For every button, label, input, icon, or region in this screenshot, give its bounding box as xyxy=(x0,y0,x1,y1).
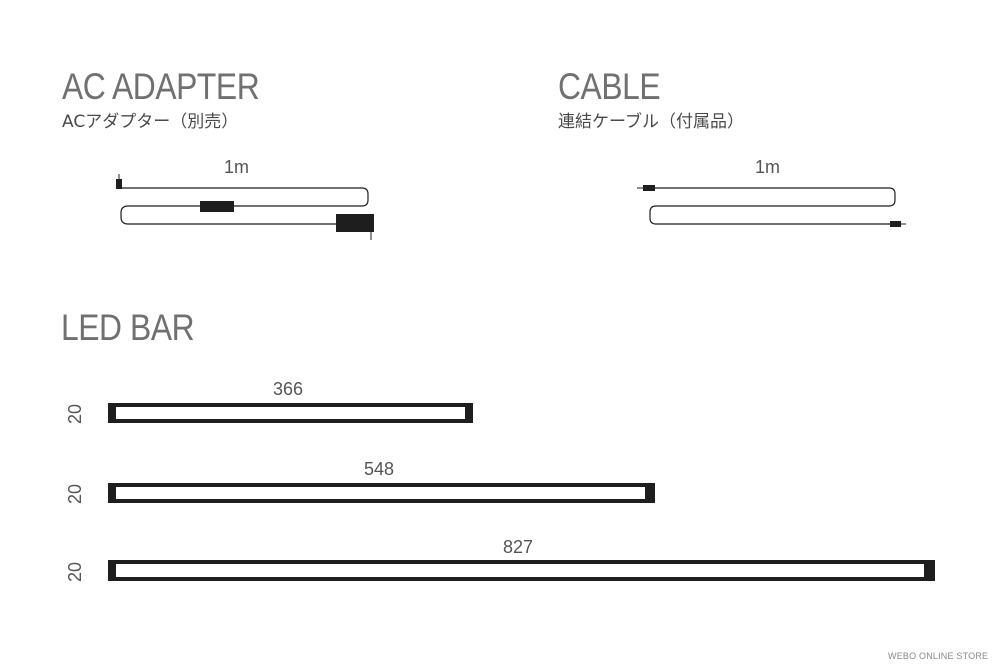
ac-adapter-body xyxy=(336,214,374,232)
cable-length-label: 1m xyxy=(755,157,781,177)
led-bar-height-label: 20 xyxy=(65,483,86,505)
cable-subtitle: 連結ケーブル（付属品） xyxy=(558,112,744,132)
led-bar-366 xyxy=(108,403,473,423)
ac-adapter-title: AC ADAPTER xyxy=(62,66,260,107)
led-bar-548 xyxy=(108,483,655,503)
led-bar-height-label: 20 xyxy=(65,403,86,425)
cable-cord xyxy=(649,187,896,225)
ac-adapter-cord xyxy=(120,187,369,225)
led-bar-height-label: 20 xyxy=(65,561,86,583)
cable-connector-left xyxy=(643,185,655,191)
led-bar-title: LED BAR xyxy=(61,307,195,348)
cable-title: CABLE xyxy=(558,66,661,107)
ac-adapter-inline-block xyxy=(200,201,234,212)
ac-adapter-plug xyxy=(116,179,122,189)
ac-adapter-length-label: 1m xyxy=(224,157,250,177)
ac-adapter-subtitle: ACアダプター（別売） xyxy=(62,112,239,132)
store-name-footer: WEBO ONLINE STORE xyxy=(888,651,989,661)
led-bar-length-label: 827 xyxy=(503,537,534,557)
led-bar-length-label: 548 xyxy=(364,459,395,479)
led-bar-length-label: 366 xyxy=(273,379,304,399)
cable-connector-right xyxy=(890,221,901,227)
led-bar-827 xyxy=(108,560,935,581)
